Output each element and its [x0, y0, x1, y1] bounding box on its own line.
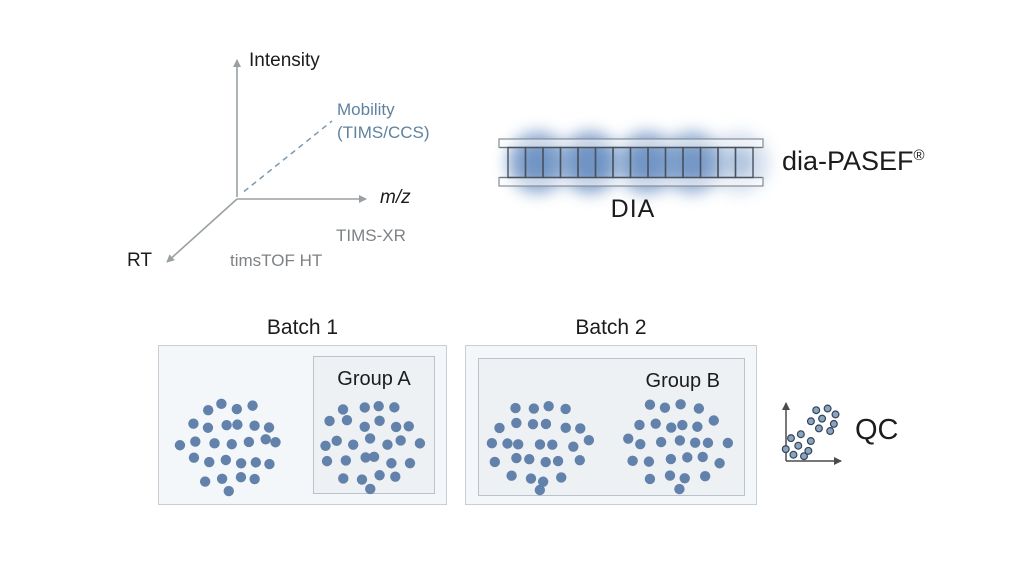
mobility-dashed-line-icon — [243, 120, 333, 193]
group-a-box: Group A — [313, 356, 435, 494]
tims-xr-label: TIMS-XR — [336, 226, 406, 245]
qc-sample-dots — [781, 404, 840, 461]
group-a-label: Group A — [337, 368, 411, 390]
mobility-axis-label: Mobility (TIMS/CCS) — [337, 98, 430, 144]
qc-scatter-graphic — [781, 402, 842, 465]
rt-axis-arrow-icon — [166, 198, 238, 263]
registered-trademark-icon: ® — [913, 147, 925, 164]
instrument-name-label: timsTOF HT — [230, 251, 323, 270]
mobility-axis-label-line1: Mobility — [337, 100, 395, 119]
batch2-title: Batch 2 — [575, 316, 647, 339]
rt-axis-label: RT — [127, 250, 152, 271]
dia-pasef-brand-label: dia-PASEF® — [782, 146, 925, 177]
dia-pasef-device-graphic — [498, 132, 769, 193]
device-bottom-rail — [498, 176, 764, 187]
group-b-box: Group B — [478, 358, 745, 496]
dia-label: DIA — [610, 195, 656, 223]
brand-name-text: dia-PASEF — [782, 146, 914, 176]
mobility-axis-label-line2: (TIMS/CCS) — [337, 123, 430, 142]
batch1-title: Batch 1 — [266, 316, 339, 339]
group-b-label: Group B — [645, 370, 720, 392]
intensity-axis-label: Intensity — [249, 50, 320, 71]
3d-axes-graphic — [166, 59, 367, 263]
device-top-rail — [498, 138, 764, 149]
dia-window-cells — [507, 146, 754, 179]
mz-axis-label: m/z — [380, 187, 411, 208]
batch2-box: Group B — [465, 345, 757, 505]
batch1-box: Group A — [158, 345, 447, 505]
qc-label: QC — [855, 414, 899, 446]
